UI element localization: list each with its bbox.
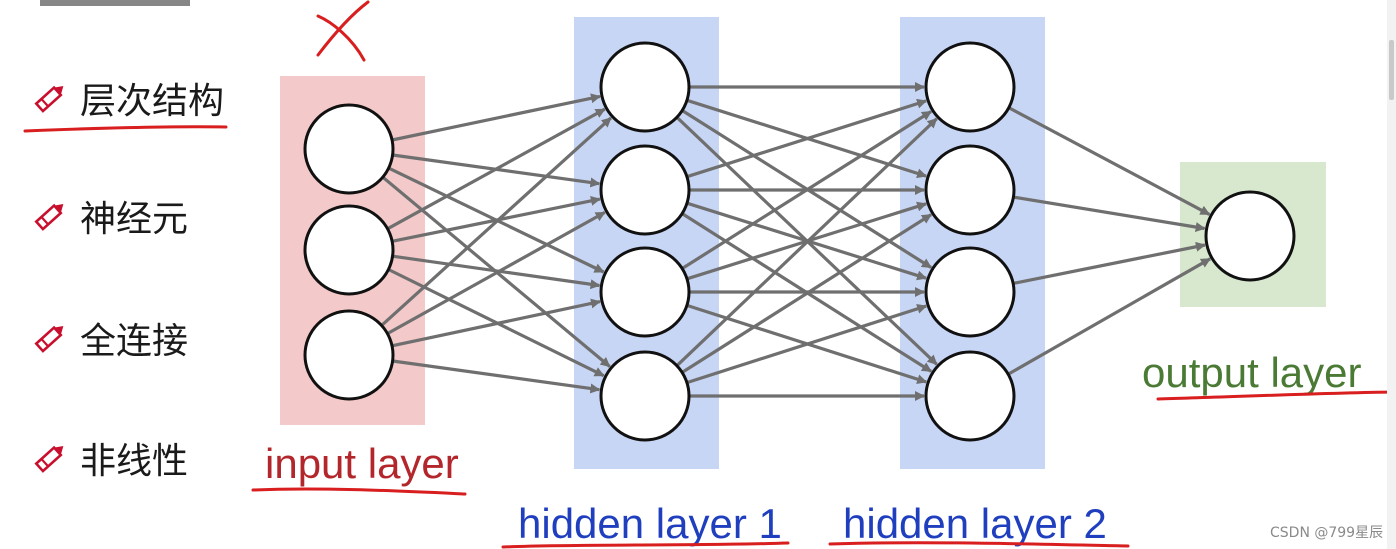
pencil-icon xyxy=(34,325,64,353)
pencil-icon xyxy=(34,203,64,231)
hidden-2-label-underline xyxy=(828,541,1130,548)
neuron-circle xyxy=(1204,190,1296,282)
outline-item-label: 非线性 xyxy=(80,441,188,482)
outline-item-label: 全连接 xyxy=(80,321,188,362)
outline-item: 全连接 xyxy=(34,321,188,362)
neuron-circle xyxy=(303,204,395,296)
neuron-circle xyxy=(924,350,1016,442)
connection-edge xyxy=(681,213,932,374)
neuron-circle xyxy=(303,103,395,195)
neurons xyxy=(303,41,1296,442)
connection-edge xyxy=(392,254,601,290)
connection-edge xyxy=(391,298,601,348)
neuron-circle xyxy=(599,246,691,338)
connection-edges xyxy=(380,82,1211,401)
connection-edge xyxy=(386,107,606,231)
outline-item-label: 层次结构 xyxy=(80,81,224,122)
outline-item: 非线性 xyxy=(34,441,188,482)
connection-edge xyxy=(675,117,938,367)
outline-item: 神经元 xyxy=(34,199,188,240)
hidden-layer-2-label: hidden layer 2 xyxy=(843,500,1107,547)
hidden-1-label-underline xyxy=(501,541,790,549)
neuron-circle xyxy=(924,246,1016,338)
handwritten-x-mark xyxy=(316,0,370,62)
connection-edge xyxy=(1008,106,1211,216)
pencil-icon xyxy=(34,445,64,473)
cropped-heading-fragment xyxy=(40,0,190,6)
hidden-layer-1-label: hidden layer 1 xyxy=(518,500,782,547)
neuron-circle xyxy=(599,41,691,133)
watermark: CSDN @799星辰 xyxy=(1270,525,1383,541)
neuron-circle xyxy=(924,144,1016,236)
connection-edge xyxy=(686,303,928,385)
output-label-underline xyxy=(1156,390,1396,401)
output-layer-label: output layer xyxy=(1142,349,1361,396)
pencil-icon xyxy=(34,85,64,113)
outline-list: 层次结构 神经元 全连接 xyxy=(23,81,228,482)
neuron-circle xyxy=(599,350,691,442)
input-label-underline xyxy=(251,487,467,496)
connection-edge xyxy=(391,93,601,142)
connection-edge xyxy=(380,116,612,327)
connection-edge xyxy=(386,211,606,335)
neuron-circle xyxy=(924,41,1016,133)
outline-item: 层次结构 xyxy=(34,81,224,122)
connection-edge xyxy=(1007,257,1211,376)
connection-edge xyxy=(1013,195,1206,232)
scrollbar[interactable] xyxy=(1387,0,1396,549)
connection-edge xyxy=(686,98,928,179)
scrollbar-thumb[interactable] xyxy=(1389,40,1394,100)
connection-edge xyxy=(681,110,932,270)
neuron-circle xyxy=(599,144,691,236)
connection-edge xyxy=(1012,241,1206,285)
outline-item-label: 神经元 xyxy=(80,199,188,240)
outline-item-underline xyxy=(23,125,228,133)
input-layer-label: input layer xyxy=(265,440,459,487)
neuron-circle xyxy=(303,309,395,401)
connection-edge xyxy=(392,359,601,394)
